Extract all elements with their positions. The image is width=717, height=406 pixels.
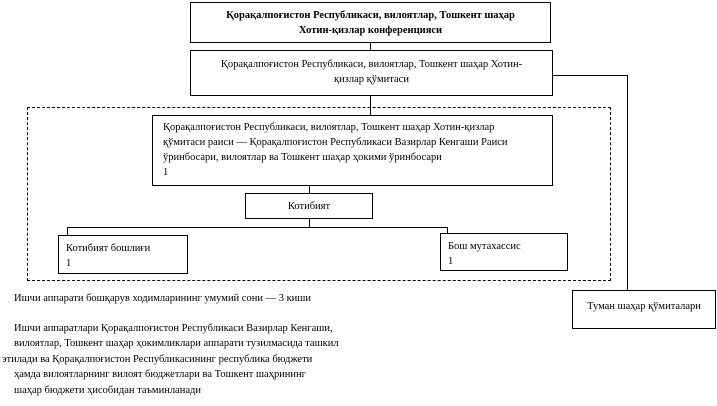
- secretariat-head-label: Котибият бошлиғи: [66, 243, 151, 254]
- connector-horizontal: [67, 227, 448, 229]
- chairman-line2: қўмитаси раиси — Қорақалпоғистон Республ…: [163, 137, 508, 148]
- chief-specialist-count: 1: [448, 256, 454, 267]
- secretariat-head-count: 1: [66, 258, 72, 269]
- connector-left-down: [67, 227, 69, 235]
- connector-committee-chairman: [370, 95, 372, 115]
- note-line4: ҳамда вилоятларнинг вилоят бюджетлари ва…: [14, 369, 306, 380]
- conference-box: Қорақалпоғистон Республикаси, вилоятлар,…: [190, 2, 551, 43]
- chairman-line3: ўринбосари, вилоятлар ва Тошкент шаҳар ҳ…: [163, 152, 442, 163]
- secretariat-label: Котибият: [287, 201, 331, 212]
- connector-conference-committee: [370, 42, 372, 51]
- staff-total-note: Ишчи аппарати бошқарув ходимларининг уму…: [14, 293, 312, 304]
- conference-line2: Хотин-қизлар конференцияси: [298, 25, 443, 36]
- district-committees-box: Туман шаҳар қўмиталари: [572, 290, 716, 329]
- connector-committee-right: [552, 75, 628, 77]
- chairman-line1: Қорақалпоғистон Республикаси, вилоятлар,…: [163, 122, 495, 133]
- district-committees-label: Туман шаҳар қўмиталари: [587, 301, 701, 312]
- connector-right-branch-down: [447, 227, 449, 233]
- committee-line1: Қорақалпоғистон Республикаси, вилоятлар,…: [220, 59, 523, 70]
- committee-box: Қорақалпоғистон Республикаси, вилоятлар,…: [190, 50, 553, 96]
- note-line5: шаҳар бюджети ҳисобидан таъминланади: [14, 385, 201, 396]
- note-line3: этилади ва Қорақалпоғистон Республикасин…: [2, 354, 313, 365]
- chief-specialist-box: Бош мутахассис 1: [440, 233, 568, 271]
- secretariat-head-box: Котибият бошлиғи 1: [58, 235, 188, 274]
- chief-specialist-label: Бош мутахассис: [448, 241, 521, 252]
- secretariat-box: Котибият: [245, 193, 373, 219]
- connector-secretariat-down: [309, 218, 311, 227]
- working-apparatus-group: [27, 107, 611, 281]
- note-line2: вилоятлар, Тошкент шаҳар ҳокимликлари ап…: [14, 338, 339, 349]
- note-line1: Ишчи аппаратлари Қорақалпоғистон Республ…: [14, 323, 333, 334]
- conference-line1: Қорақалпоғистон Республикаси, вилоятлар,…: [226, 10, 515, 21]
- connector-right-down: [627, 75, 629, 290]
- chairman-box: Қорақалпоғистон Республикаси, вилоятлар,…: [152, 115, 553, 186]
- committee-line2: қизлар қўмитаси: [334, 74, 409, 85]
- connector-chairman-secretariat: [309, 185, 311, 193]
- chairman-count: 1: [163, 167, 169, 178]
